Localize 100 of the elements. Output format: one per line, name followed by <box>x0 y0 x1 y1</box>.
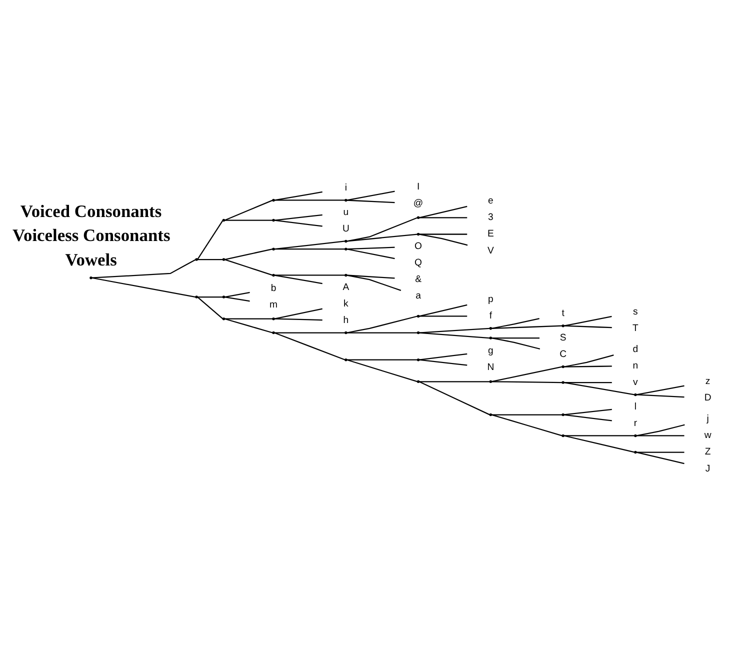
connector <box>224 219 273 220</box>
connector <box>492 336 540 338</box>
node-point <box>272 273 275 276</box>
connector <box>92 276 196 298</box>
connector <box>564 381 612 383</box>
node-point <box>344 330 348 334</box>
node-text: @ <box>413 198 424 209</box>
connector <box>636 451 684 464</box>
node-point <box>562 380 564 384</box>
label: Voiceless Consonants <box>12 224 170 245</box>
connector <box>419 380 490 382</box>
node-point <box>272 316 275 320</box>
node-text: u <box>343 206 349 218</box>
node-text: T <box>632 322 638 334</box>
node-point <box>489 326 492 330</box>
node-point <box>344 273 348 276</box>
node-text: h <box>343 314 349 326</box>
label: Vowels <box>65 249 117 270</box>
connector <box>274 248 345 250</box>
node-text: l <box>634 400 637 412</box>
connector <box>419 327 490 333</box>
connector <box>419 233 468 234</box>
node-point <box>489 336 492 339</box>
connector <box>636 394 684 398</box>
connector <box>198 258 223 260</box>
node-text: U <box>342 222 350 234</box>
node-text: S <box>560 332 566 343</box>
connector <box>346 274 402 290</box>
connector <box>224 318 273 333</box>
node-point <box>272 330 275 334</box>
node-point <box>562 434 564 437</box>
node-text: z <box>705 376 710 387</box>
connector <box>224 199 273 220</box>
connector <box>564 365 612 367</box>
connector <box>274 214 322 220</box>
connector <box>224 258 273 276</box>
node-text: Z <box>704 446 711 458</box>
connector <box>419 380 490 415</box>
node-point <box>562 364 564 368</box>
connector <box>492 324 562 328</box>
node-point <box>416 330 420 334</box>
connector <box>419 358 468 366</box>
node-point <box>90 276 92 279</box>
connector <box>197 220 224 260</box>
connector <box>198 296 223 298</box>
connector <box>274 318 322 320</box>
connector <box>636 434 684 436</box>
node-point <box>634 434 637 437</box>
node-text: d <box>632 343 638 354</box>
connector <box>274 274 345 276</box>
connector <box>346 358 418 382</box>
node-text: p <box>488 294 494 305</box>
node-text: J <box>705 462 710 474</box>
node-text: E <box>487 228 494 240</box>
node-text: O <box>414 240 422 252</box>
node-text: r <box>634 417 638 428</box>
connector <box>492 414 562 415</box>
node-point <box>272 247 275 250</box>
node-text: m <box>270 298 278 310</box>
node-text: I <box>416 181 420 192</box>
node-point <box>416 216 420 219</box>
connector <box>346 246 395 250</box>
connector <box>564 381 634 395</box>
connector <box>274 274 322 284</box>
connector <box>346 274 395 278</box>
connector <box>564 315 612 326</box>
node-text: i <box>344 182 347 193</box>
node-text: n <box>632 360 638 371</box>
node-point <box>416 358 420 361</box>
connector <box>274 190 322 200</box>
connector <box>564 414 612 421</box>
connector <box>346 216 418 242</box>
connector <box>636 451 684 452</box>
node-text: Q <box>414 256 422 268</box>
node-point <box>344 358 348 361</box>
node-point <box>634 392 637 396</box>
node-text: b <box>270 282 276 294</box>
node-point <box>195 258 198 260</box>
connector <box>346 233 418 242</box>
connector <box>419 205 468 218</box>
node-point <box>634 450 637 454</box>
connector <box>274 332 345 333</box>
connector <box>419 216 468 218</box>
node-point <box>222 295 226 298</box>
connector <box>564 434 635 452</box>
node-text: e <box>488 195 494 206</box>
connector <box>274 332 346 360</box>
connector <box>224 291 250 298</box>
connector <box>636 424 685 436</box>
connector <box>346 190 395 200</box>
node-text: t <box>562 308 564 319</box>
connector <box>564 434 634 436</box>
label: Voiced Consonants <box>20 200 162 220</box>
node-text: v <box>633 376 638 388</box>
connector <box>564 324 612 328</box>
connector <box>224 318 273 319</box>
connector <box>346 248 395 259</box>
connector <box>346 358 418 360</box>
node-point <box>416 380 420 382</box>
connector <box>492 366 562 382</box>
